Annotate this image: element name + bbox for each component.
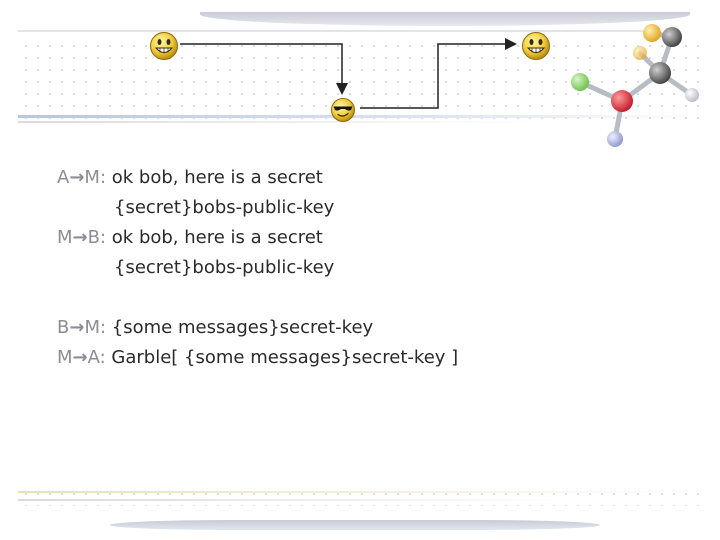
sender-label: B — [57, 317, 70, 338]
arrow-icon: → — [72, 347, 88, 368]
message-spacer — [57, 283, 677, 313]
arrow-icon: → — [69, 317, 85, 338]
message-line-b-to-m: B→M: {some messages}secret-key — [57, 313, 677, 343]
message-line-a-to-m: A→M: ok bob, here is a secret — [57, 163, 677, 193]
top-decorative-band — [200, 12, 690, 26]
separator: : — [99, 227, 112, 248]
message-text: {secret}bobs-public-key — [114, 197, 335, 218]
message-text: ok bob, here is a secret — [111, 167, 323, 188]
top-divider — [18, 30, 658, 32]
header-divider-blue — [18, 115, 698, 118]
bob-smiley-icon — [522, 32, 550, 60]
receiver-label: M — [84, 167, 100, 188]
message-line-payload: {secret}bobs-public-key — [57, 253, 677, 283]
receiver-label: A — [87, 347, 100, 368]
sender-label: A — [57, 167, 70, 188]
message-text: ok bob, here is a secret — [111, 227, 323, 248]
header-divider-grey — [18, 121, 538, 123]
message-text: {some messages}secret-key — [111, 317, 374, 338]
receiver-label: M — [84, 317, 100, 338]
footer-divider-yellow — [18, 491, 698, 493]
message-line-m-to-a: M→A: Garble[ {some messages}secret-key ] — [57, 343, 677, 373]
arrow-icon: → — [69, 167, 85, 188]
sender-label: M — [57, 227, 73, 248]
separator: : — [99, 347, 112, 368]
arrow-icon: → — [72, 227, 88, 248]
message-line-m-to-b: M→B: ok bob, here is a secret — [57, 223, 677, 253]
alice-smiley-icon — [150, 32, 178, 60]
molecule-icon — [571, 24, 699, 147]
sender-label: M — [57, 347, 73, 368]
mallory-sunglasses-smiley-icon — [331, 98, 355, 122]
message-line-payload: {secret}bobs-public-key — [57, 193, 677, 223]
footer-divider-grey — [18, 499, 578, 501]
message-text: {secret}bobs-public-key — [114, 257, 335, 278]
receiver-label: B — [87, 227, 100, 248]
separator: : — [99, 167, 112, 188]
footer-swoosh — [110, 520, 600, 530]
message-text: Garble[ {some messages}secret-key ] — [111, 347, 459, 368]
separator: : — [99, 317, 112, 338]
message-transcript: A→M: ok bob, here is a secret {secret}bo… — [57, 163, 677, 373]
